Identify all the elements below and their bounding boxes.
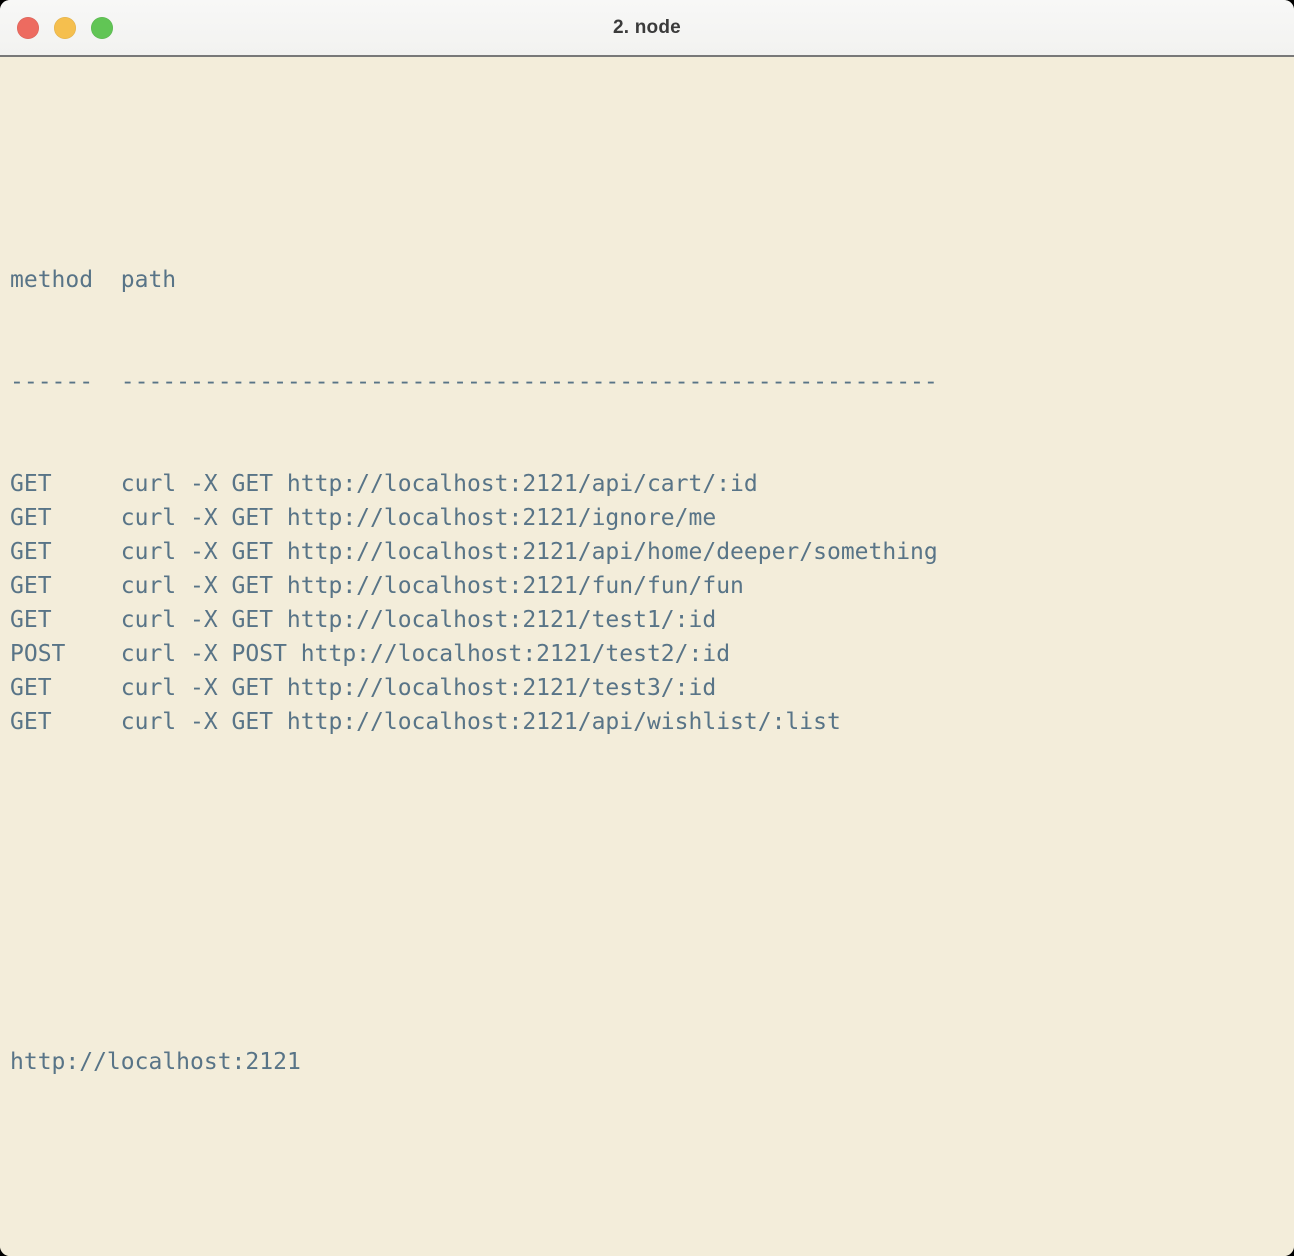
minimize-button[interactable] — [54, 16, 76, 39]
route-method: POST — [10, 641, 66, 667]
route-path: curl -X GET http://localhost:2121/api/ho… — [120, 539, 938, 565]
route-path: curl -X GET http://localhost:2121/ignore… — [120, 505, 717, 531]
route-table-divider: ----------------------------------------… — [10, 365, 1284, 399]
route-path: curl -X POST http://localhost:2121/test2… — [120, 641, 731, 667]
route-row: GET curl -X GET http://localhost:2121/ign… — [10, 501, 1284, 535]
route-row: GET curl -X GET http://localhost:2121/tes… — [10, 671, 1284, 705]
zoom-button[interactable] — [91, 16, 113, 39]
route-divider-method: ------ — [10, 369, 94, 395]
route-table-rows: GET curl -X GET http://localhost:2121/api… — [10, 467, 1284, 739]
route-table-header: method path — [10, 263, 1284, 297]
route-row: GET curl -X GET http://localhost:2121/fun… — [10, 569, 1284, 603]
route-method: GET — [10, 539, 52, 565]
route-path: curl -X GET http://localhost:2121/test1/… — [120, 607, 717, 633]
route-header-path: path — [120, 267, 177, 293]
route-row: GET curl -X GET http://localhost:2121/api… — [10, 535, 1284, 569]
blank-line — [10, 1181, 1284, 1215]
route-method: GET — [10, 505, 52, 531]
route-row: GET curl -X GET http://localhost:2121/api… — [10, 467, 1284, 501]
blank-line — [10, 909, 1284, 943]
route-row: POST curl -X POST http://localhost:2121/t… — [10, 637, 1284, 671]
route-path: curl -X GET http://localhost:2121/fun/fu… — [120, 573, 744, 599]
route-method: GET — [10, 471, 52, 497]
route-method: GET — [10, 573, 52, 599]
route-divider-path: ----------------------------------------… — [120, 369, 938, 395]
base-url-line: http://localhost:2121 — [10, 1049, 301, 1075]
route-row: GET curl -X GET http://localhost:2121/api… — [10, 705, 1284, 739]
route-method: GET — [10, 607, 52, 633]
route-method: GET — [10, 709, 52, 735]
window-title: 2. node — [613, 16, 681, 38]
route-path: curl -X GET http://localhost:2121/test3/… — [120, 675, 717, 701]
traffic-lights — [17, 0, 113, 55]
route-method: GET — [10, 675, 52, 701]
route-header-method: method — [10, 267, 94, 293]
route-path: curl -X GET http://localhost:2121/api/wi… — [120, 709, 841, 735]
close-button[interactable] — [17, 16, 39, 39]
route-path: curl -X GET http://localhost:2121/api/ca… — [120, 471, 758, 497]
route-row: GET curl -X GET http://localhost:2121/tes… — [10, 603, 1284, 637]
window-titlebar: 2. node — [0, 0, 1294, 57]
